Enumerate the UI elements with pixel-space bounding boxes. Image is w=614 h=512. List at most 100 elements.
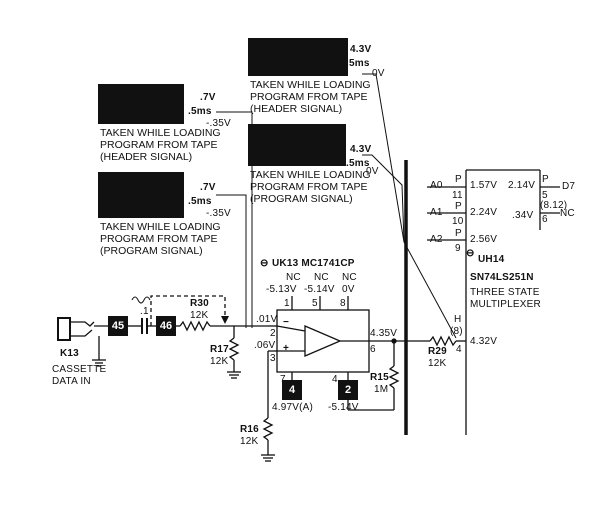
- scope2-caption-2: PROGRAM FROM TAPE: [250, 181, 368, 193]
- mux-pin4: 4: [456, 344, 462, 355]
- r17-label: R17: [210, 344, 229, 355]
- uk13-theta: ⊖: [260, 258, 269, 269]
- scope1-caption-1: TAKEN WHILE LOADING: [250, 79, 371, 91]
- r16-label: R16: [240, 424, 259, 435]
- scope-header-4v: [248, 38, 348, 76]
- mux-d7-label: D7: [562, 181, 576, 192]
- uk13-nc-5: NC: [314, 272, 329, 283]
- jack-body: [57, 317, 71, 341]
- mux-pin-a1: 10: [452, 216, 464, 227]
- mux-p-a0: P: [455, 174, 462, 185]
- scope4-volt-bot: -.35V: [206, 208, 231, 219]
- uk13-nc-8: NC: [342, 272, 357, 283]
- uk13-pin8: 8: [340, 298, 346, 309]
- uk13-nc-1: NC: [286, 272, 301, 283]
- r29-label: R29: [428, 346, 447, 357]
- uh14-desc2: MULTIPLEXER: [470, 299, 541, 310]
- scope2-time: .5ms: [346, 158, 370, 169]
- mux-h-label: H: [454, 314, 462, 325]
- r17-value: 12K: [210, 356, 229, 367]
- scope-header-07v: [98, 84, 184, 124]
- scope-program-4v: [248, 124, 346, 166]
- opamp-plus-sign: +: [283, 343, 290, 354]
- mux-p-a1: P: [455, 201, 462, 212]
- uk13-v-minus: .01V: [256, 314, 278, 325]
- r30-label: R30: [190, 298, 209, 309]
- uk13-pin6: 6: [370, 344, 376, 355]
- uh14-desc1: THREE STATE: [470, 287, 540, 298]
- scope2-volt-bot: 0V: [366, 166, 379, 177]
- mux-v-out6: .34V: [512, 210, 534, 221]
- scope4-time: .5ms: [188, 196, 212, 207]
- scope1-time: .5ms: [346, 58, 370, 69]
- mux-v-a1: 2.24V: [470, 207, 498, 218]
- scope2-caption-1: TAKEN WHILE LOADING: [250, 169, 371, 181]
- mux-pin-out6: 6: [542, 214, 548, 225]
- scope4-caption-3: (PROGRAM SIGNAL): [100, 245, 203, 257]
- scope1-volt-top: 4.3V: [350, 44, 372, 55]
- k13-label: K13: [60, 348, 79, 359]
- mux-v-pin4: 4.32V: [470, 336, 498, 347]
- mux-input-a0: A0: [430, 180, 443, 191]
- mux-input-a2: A2: [430, 234, 443, 245]
- uk13-pin3: 3: [270, 353, 276, 364]
- uk13-v-pin4: -5.14V: [328, 402, 359, 413]
- scope3-caption-3: (HEADER SIGNAL): [100, 151, 193, 163]
- test-point-45: 45: [108, 316, 128, 336]
- r15-value: 1M: [374, 384, 389, 395]
- mux-p-a2: P: [455, 228, 462, 239]
- mux-pin-a0: 11: [452, 190, 463, 201]
- mux-v-out5: 2.14V: [508, 180, 536, 191]
- opamp-minus-sign: −: [283, 317, 290, 328]
- scope3-volt-top: .7V: [200, 92, 216, 103]
- mux-p-out5: P: [542, 174, 549, 185]
- k13-data-in: DATA IN: [52, 376, 91, 387]
- scope2-volt-top: 4.3V: [350, 144, 372, 155]
- test-point-2: 2: [338, 380, 358, 400]
- scope2-caption-3: (PROGRAM SIGNAL): [250, 193, 353, 205]
- r16-value: 12K: [240, 436, 259, 447]
- scope3-time: .5ms: [188, 106, 212, 117]
- uk13-v-plus: .06V: [254, 340, 276, 351]
- uk13-pin1: 1: [284, 298, 290, 309]
- k13-cassette: CASSETTE: [52, 364, 107, 375]
- uk13-v-out: 4.35V: [370, 328, 398, 339]
- uk13-v-pin7: 4.97V(A): [272, 402, 314, 413]
- scope3-caption-1: TAKEN WHILE LOADING: [100, 127, 221, 139]
- mux-v-a2: 2.56V: [470, 234, 498, 245]
- uh14-part: SN74LS251N: [470, 272, 534, 283]
- scope4-caption-2: PROGRAM FROM TAPE: [100, 233, 218, 245]
- uh14-theta: ⊖: [466, 248, 475, 259]
- uk13-pin4: 4: [332, 374, 338, 385]
- scope-program-07v: [98, 172, 184, 218]
- mux-input-a1: A1: [430, 207, 443, 218]
- uk13-v-pin5: -5.14V: [304, 284, 335, 295]
- uh14-title: UH14: [478, 254, 505, 265]
- test-point-4: 4: [282, 380, 302, 400]
- test-point-46: 46: [156, 316, 176, 336]
- uk13-title: UK13 MC1741CP: [272, 258, 355, 269]
- uk13-pin2: 2: [270, 328, 276, 339]
- uk13-pin7: 7: [280, 374, 286, 385]
- r29-value: 12K: [428, 358, 447, 369]
- uk13-pin5: 5: [312, 298, 318, 309]
- scope1-caption-3: (HEADER SIGNAL): [250, 103, 343, 115]
- scope1-caption-2: PROGRAM FROM TAPE: [250, 91, 368, 103]
- mux-pin-out5: 5: [542, 190, 548, 201]
- mux-pin-a2: 9: [455, 243, 461, 254]
- scope1-volt-bot: 0V: [372, 68, 385, 79]
- scope4-caption-1: TAKEN WHILE LOADING: [100, 221, 221, 233]
- mux-v-a0: 1.57V: [470, 180, 498, 191]
- scope4-volt-top: .7V: [200, 182, 216, 193]
- cap-value: .1: [140, 306, 149, 317]
- uk13-v-pin8: 0V: [342, 284, 355, 295]
- r15-label: R15: [370, 372, 389, 383]
- scope3-caption-2: PROGRAM FROM TAPE: [100, 139, 218, 151]
- uk13-v-pin1: -5.13V: [266, 284, 297, 295]
- mux-nc-label: NC: [560, 208, 575, 219]
- r30-value: 12K: [190, 310, 209, 321]
- mux-out5-sub: (8.12): [540, 200, 568, 211]
- mux-h-pin: (8): [450, 326, 463, 337]
